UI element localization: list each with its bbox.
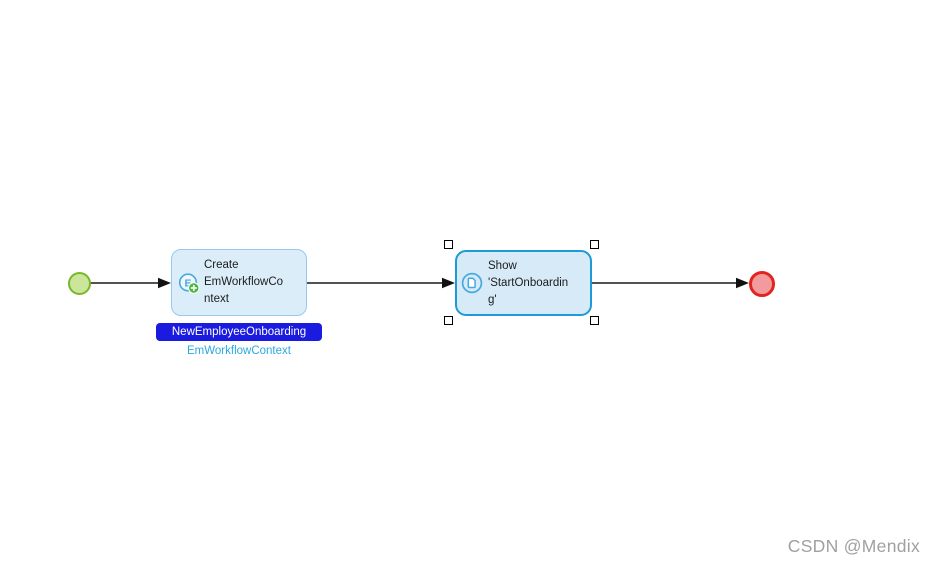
sequence-flow-arrow[interactable] [307, 277, 455, 289]
sequence-flow-arrow[interactable] [90, 277, 171, 289]
arrowhead-icon [158, 277, 171, 289]
selection-handle-top-right[interactable] [590, 240, 599, 249]
arrowhead-icon [736, 277, 749, 289]
activity-title: Create EmWorkflowCo ntext [204, 259, 284, 305]
selection-handle-top-left[interactable] [444, 240, 453, 249]
activity-create-object[interactable]: E Create EmWorkflowCo ntext [171, 249, 307, 316]
activity-show-page[interactable]: Show 'StartOnboardin g' [455, 250, 592, 316]
end-event[interactable] [749, 271, 775, 297]
entity-type-label: EmWorkflowContext [187, 345, 291, 357]
activity-title: Show 'StartOnboardin g' [488, 259, 569, 306]
entity-letter: E [184, 277, 191, 289]
watermark: CSDN @Mendix [787, 536, 920, 556]
output-variable-label: NewEmployeeOnboarding [156, 323, 322, 341]
plus-icon [190, 284, 197, 291]
selection-handle-bottom-right[interactable] [590, 316, 599, 325]
show-page-icon [461, 272, 483, 294]
page-icon [467, 277, 476, 289]
start-event[interactable] [68, 272, 91, 295]
arrowhead-icon [442, 277, 455, 289]
create-object-icon: E [178, 272, 200, 294]
selection-handle-bottom-left[interactable] [444, 316, 453, 325]
sequence-flow-arrow[interactable] [592, 277, 749, 289]
